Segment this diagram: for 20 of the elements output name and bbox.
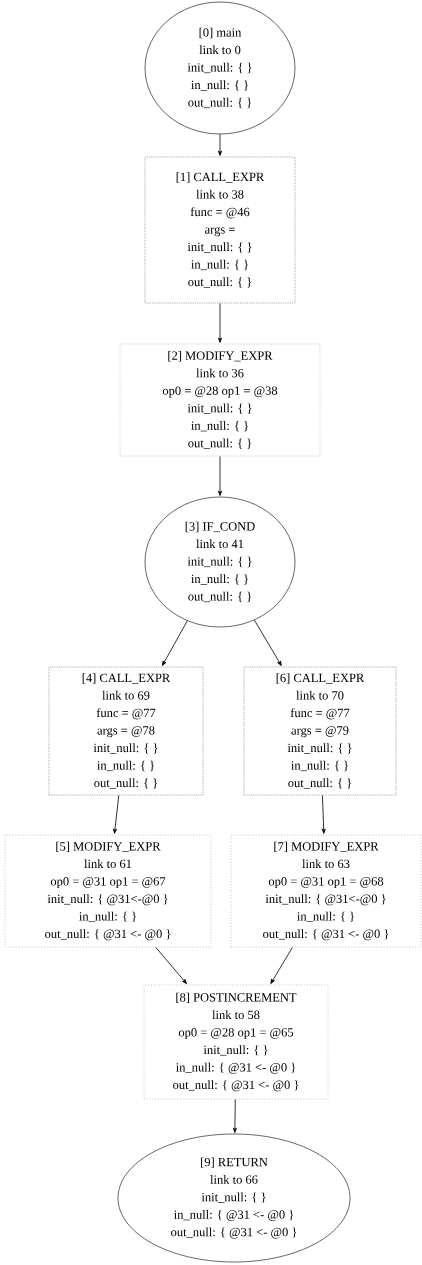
- arrow: [218, 133, 222, 156]
- arrow: [254, 619, 282, 666]
- process-box: [6] CALL_EXPR link to 70 func = @77 args = @79 init_null: { } in_null: { } out_null: { }: [243, 666, 397, 796]
- ellipse-node: [9] RETURN link to 66 init_null: { } in_null: { @31 <- @0 } out_null: { @31 <- @0 }: [117, 1133, 351, 1263]
- arrow: [321, 795, 326, 834]
- arrow: [218, 456, 222, 496]
- process-box: [1] CALL_EXPR link to 38 func = @46 args = init_null: { } in_null: { } out_null: { }: [144, 156, 296, 304]
- ellipse-node: [0] main link to 0 init_null: { } in_null: { } out_null: { }: [144, 1, 296, 135]
- arrow: [218, 303, 222, 343]
- arrow: [155, 947, 187, 985]
- process-box: [5] MODIFY_EXPR link to 61 op0 = @31 op1 = @67 init_null: { @31<-@0 } in_null: { } out_null: { @31 <- @0 }: [4, 834, 212, 948]
- arrow: [112, 795, 120, 834]
- process-box: [4] CALL_EXPR link to 69 func = @77 args = @78 init_null: { } in_null: { } out_null: { }: [48, 666, 204, 796]
- arrow: [161, 620, 188, 666]
- process-box: [2] MODIFY_EXPR link to 36 op0 = @28 op1 = @38 init_null: { } in_null: { } out_null: { }: [119, 343, 321, 457]
- process-box: [8] POSTINCREMENT link to 58 op0 = @28 op1 = @65 init_null: { } in_null: { @31 <- @0 } out_null: { @31 <- @0 }: [143, 984, 329, 1100]
- arrow: [270, 947, 293, 984]
- arrow: [232, 1099, 237, 1133]
- ellipse-node: [3] IF_COND link to 41 init_null: { } in_null: { } out_null: { }: [144, 496, 296, 628]
- process-box: [7] MODIFY_EXPR link to 63 op0 = @31 op1 = @68 init_null: { @31<-@0 } in_null: { } out_null: { @31 <- @0 }: [230, 834, 422, 948]
